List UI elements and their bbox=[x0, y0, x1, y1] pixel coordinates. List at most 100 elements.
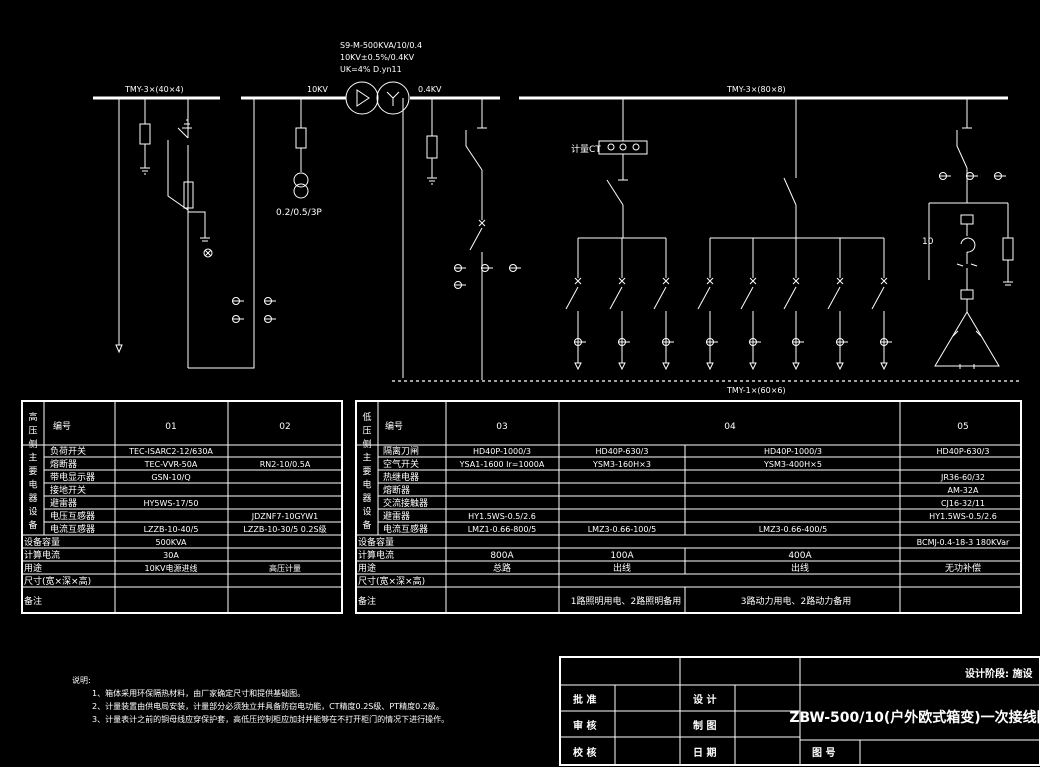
lv-row-cell: JR36-60/32 bbox=[940, 473, 985, 482]
hv-row-label: 避雷器 bbox=[50, 497, 77, 509]
outgoing-feeders bbox=[565, 238, 892, 371]
lv-feeder-04-lighting bbox=[578, 98, 666, 239]
hv-footer-label: 用途 bbox=[24, 562, 42, 574]
hv-row-01: GSN-10/Q bbox=[151, 473, 190, 482]
lv-footer-cell: 3路动力用电、2路动力备用 bbox=[741, 595, 851, 607]
lv-feeder-04-power bbox=[710, 98, 884, 239]
lv-row-cell: LMZ3-0.66-100/5 bbox=[588, 525, 657, 534]
feeder-branch bbox=[565, 238, 586, 371]
hv-row-02: JDZNF7-10GYW1 bbox=[251, 512, 318, 521]
side-label-char: 主 bbox=[362, 452, 371, 464]
lv-header-04: 04 bbox=[724, 422, 736, 432]
side-label-char: 压 bbox=[28, 426, 37, 437]
lv-header-03: 03 bbox=[496, 422, 507, 432]
lv-footer-label: 设备容量 bbox=[358, 536, 394, 548]
lv-header-label: 编号 bbox=[385, 420, 403, 432]
design-stage: 设计阶段: 施设 bbox=[965, 667, 1032, 680]
metering-ct: 计量CT bbox=[571, 130, 648, 181]
lv-row-cell: HD40P-1000/3 bbox=[473, 447, 531, 456]
transformer-spec-3: UK=4% D.yn11 bbox=[340, 65, 402, 74]
side-label-char: 设 bbox=[362, 507, 371, 518]
side-label-char: 压 bbox=[362, 426, 371, 437]
lv-row-label: 热继电器 bbox=[383, 471, 419, 483]
lv-footer-label: 备注 bbox=[358, 595, 376, 607]
side-label-char: 要 bbox=[362, 466, 371, 477]
lv-footer-cell: BCMJ-0.4-18-3 180KVar bbox=[917, 538, 1010, 547]
side-label-char: 侧 bbox=[362, 438, 371, 450]
hv-footer-label: 设备容量 bbox=[24, 536, 60, 548]
hv-row-01: HY5WS-17/50 bbox=[144, 499, 199, 508]
ct-symbols-01 bbox=[232, 297, 244, 323]
lv-footer-cell: 1路照明用电、2路照明备用 bbox=[571, 595, 681, 607]
hv-row-01: TEC-VVR-50A bbox=[144, 460, 198, 469]
date-label: 日 期 bbox=[693, 746, 716, 759]
hv-row-01: LZZB-10-40/5 bbox=[144, 525, 199, 534]
lv-row-cell: CJ16-32/11 bbox=[941, 499, 985, 508]
lv-feeder-05-capacitor: 10 bbox=[922, 98, 1014, 369]
note-1: 1、箱体采用环保隔热材料，由厂家确定尺寸和提供基础图。 bbox=[92, 688, 305, 698]
ct-symbols-03 bbox=[454, 264, 521, 289]
side-label-char: 设 bbox=[28, 507, 37, 518]
lv-row-cell: YSM3-160H×3 bbox=[592, 460, 651, 469]
hv-feeder-01 bbox=[115, 98, 255, 369]
transformer-spec-2: 10KV±0.5%/0.4KV bbox=[340, 53, 415, 62]
feeder-branch bbox=[871, 238, 892, 371]
transformer-symbol bbox=[345, 81, 410, 115]
lv-footer-label: 用途 bbox=[358, 562, 376, 574]
side-label-char: 要 bbox=[28, 466, 37, 477]
bus-lv-label: TMY-3×(80×8) bbox=[726, 85, 786, 94]
hv-header-label: 编号 bbox=[53, 420, 71, 432]
hv-row-label: 负荷开关 bbox=[50, 445, 86, 457]
side-label-char: 器 bbox=[362, 493, 371, 504]
lv-feeder-03 bbox=[402, 98, 521, 380]
lv-row-cell: AM-32A bbox=[948, 486, 979, 495]
lv-row-cell: HD40P-630/3 bbox=[596, 447, 649, 456]
bus-10kv-label: 10KV bbox=[307, 85, 328, 94]
lv-row-label: 电流互感器 bbox=[383, 523, 428, 535]
lv-footer-label: 计算电流 bbox=[358, 549, 394, 561]
hv-footer-02: 高压计量 bbox=[269, 563, 301, 573]
lv-footer-cell: 出线 bbox=[613, 562, 631, 574]
note-3: 3、计量表计之前的铜母线应穿保护套，高低压控制柜应加封并能够在不打开柜门的情况下… bbox=[92, 714, 449, 724]
cap-label: 10 bbox=[922, 237, 934, 247]
side-label-char: 主 bbox=[28, 452, 37, 464]
lv-row-cell: LMZ1-0.66-800/5 bbox=[468, 525, 537, 534]
hv-row-02: LZZB-10-30/5 0.2S级 bbox=[243, 524, 326, 534]
lv-row-cell: YSA1-1600 Ir=1000A bbox=[459, 460, 545, 469]
lv-row-cell: HD40P-1000/3 bbox=[764, 447, 822, 456]
hv-feeder-02: 0.2/0.5/3P bbox=[264, 98, 322, 323]
lv-footer-label: 尺寸(宽×深×高) bbox=[358, 575, 425, 587]
design-label: 设 计 bbox=[693, 693, 716, 706]
side-label-char: 侧 bbox=[28, 438, 37, 450]
lv-row-label: 熔断器 bbox=[383, 484, 410, 496]
hv-row-label: 带电显示器 bbox=[50, 471, 95, 483]
feeder-branch bbox=[783, 238, 804, 371]
lv-footer-cell: 总路 bbox=[493, 562, 511, 574]
hv-header-02: 02 bbox=[279, 422, 290, 432]
side-label-char: 电 bbox=[28, 479, 37, 491]
bus-04kv-label: 0.4KV bbox=[418, 85, 442, 94]
side-label-char: 备 bbox=[28, 519, 37, 531]
lv-row-label: 交流接触器 bbox=[383, 497, 428, 509]
side-label-char: 电 bbox=[362, 479, 371, 491]
drawing-no-label: 图 号 bbox=[812, 747, 835, 759]
lv-row-label: 空气开关 bbox=[383, 458, 419, 470]
lv-header-05: 05 bbox=[957, 422, 968, 432]
review-label: 审 核 bbox=[573, 719, 596, 732]
note-2: 2、计量装置由供电局安装，计量部分必须独立并具备防窃电功能，CT精度0.2S级、… bbox=[92, 701, 444, 711]
feeder-branch bbox=[827, 238, 848, 371]
lv-row-cell: HY1.5WS-0.5/2.6 bbox=[468, 512, 536, 521]
lv-footer-cell: 100A bbox=[610, 551, 634, 561]
transformer-spec-1: S9-M-500KVA/10/0.4 bbox=[340, 41, 422, 50]
lv-row-cell: LMZ3-0.66-400/5 bbox=[759, 525, 828, 534]
hv-row-label: 电压互感器 bbox=[50, 510, 95, 522]
lv-row-label: 避雷器 bbox=[383, 510, 410, 522]
check-label: 校 核 bbox=[573, 746, 596, 759]
feeder-branch bbox=[653, 238, 674, 371]
hv-row-01: TEC-ISARC2-12/630A bbox=[128, 447, 213, 456]
